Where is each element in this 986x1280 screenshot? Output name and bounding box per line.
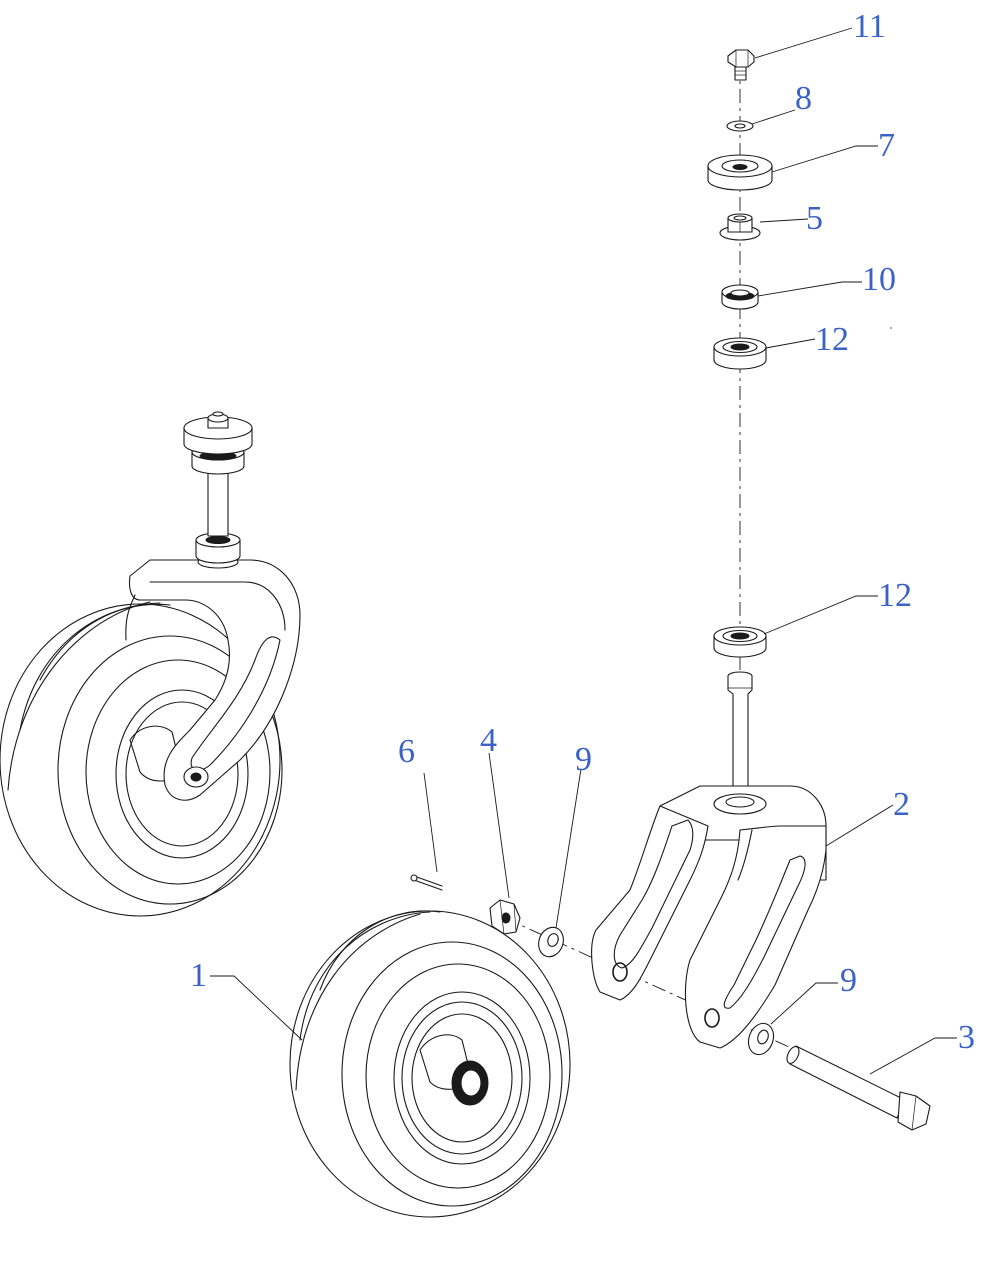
- assembled-caster: [0, 411, 301, 917]
- callout-10: 10: [862, 261, 896, 298]
- callout-7: 7: [878, 127, 895, 164]
- leader-lines: [210, 27, 957, 1075]
- callout-11: 11: [853, 8, 886, 45]
- part-1-wheel: [289, 910, 571, 1218]
- part-11-bolt: [727, 49, 755, 81]
- part-10-seal: [721, 284, 759, 310]
- part-9-washer-inner: [538, 926, 564, 958]
- callout-6: 6: [398, 733, 415, 770]
- part-2-caster-fork: [591, 671, 827, 1049]
- callout-4: 4: [480, 722, 497, 759]
- part-4-castle-nut: [489, 899, 521, 935]
- part-8-washer: [726, 120, 754, 132]
- part-6-cotter-pin: [410, 874, 443, 891]
- callout-9-inner: 9: [575, 741, 592, 778]
- part-7-dust-cap: [707, 154, 773, 191]
- callout-9-outer: 9: [840, 962, 857, 999]
- callout-2: 2: [893, 786, 910, 823]
- callout-8: 8: [795, 80, 812, 117]
- callout-labels: 11 8 7 5 10 12 12 2 6 4 9 9 1 3: [190, 8, 975, 1056]
- part-12-lower-bearing: [713, 626, 767, 658]
- part-3-axle-bolt: [786, 1045, 931, 1131]
- callout-3: 3: [958, 1019, 975, 1056]
- callout-12-upper: 12: [815, 321, 849, 358]
- callout-5: 5: [806, 200, 823, 237]
- part-9-washer-outer: [747, 1022, 775, 1056]
- callout-1: 1: [190, 957, 207, 994]
- callout-12-lower: 12: [878, 577, 912, 614]
- part-12-upper-bearing: [713, 337, 767, 370]
- part-5-flange-nut: [719, 213, 761, 241]
